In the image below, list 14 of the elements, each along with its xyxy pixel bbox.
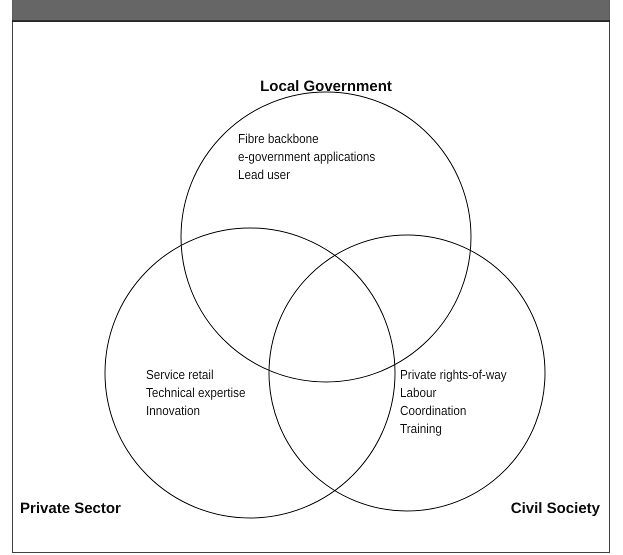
- list-item: Labour: [400, 384, 438, 402]
- list-item: Training: [400, 420, 443, 438]
- list-item: Service retail: [146, 366, 215, 384]
- list-item: Private rights-of-way: [400, 366, 507, 384]
- title-bar: [12, 0, 610, 22]
- list-item: Technical expertise: [146, 384, 246, 402]
- circle-heading: Civil Society: [510, 500, 600, 517]
- list-item: Coordination: [400, 402, 468, 420]
- list-item: Fibre backbone: [238, 130, 320, 148]
- circle-heading: Local Government: [260, 78, 392, 95]
- list-item: Lead user: [238, 166, 292, 184]
- list-item: Innovation: [146, 402, 201, 420]
- circle-heading: Private Sector: [20, 500, 121, 517]
- list-item: e-government applications: [238, 148, 376, 166]
